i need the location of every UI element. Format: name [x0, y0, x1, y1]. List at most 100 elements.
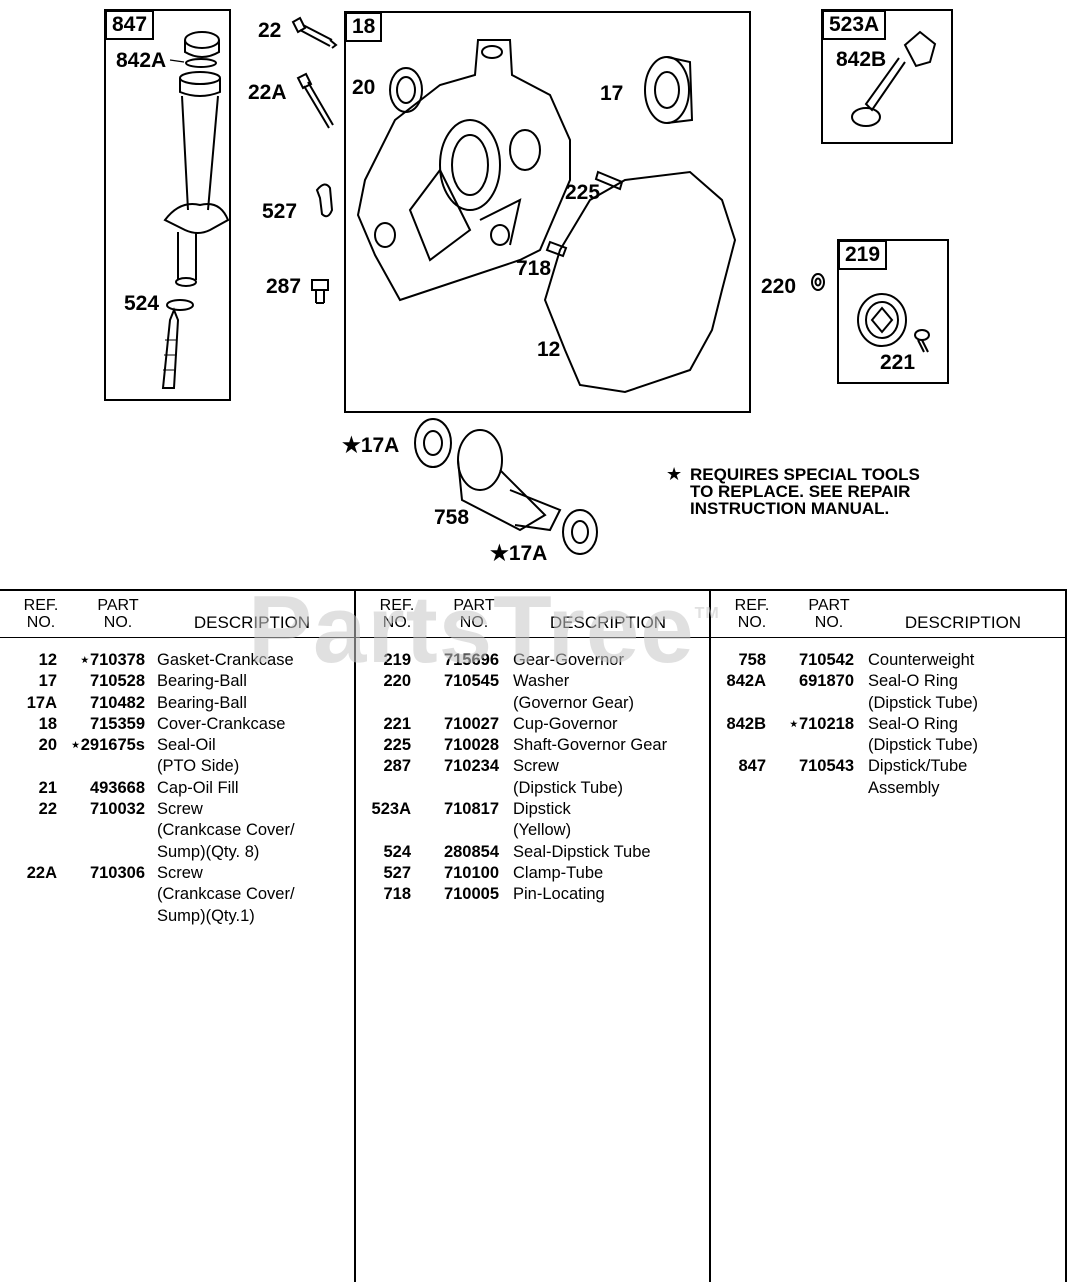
diagram-artwork [104, 9, 953, 555]
header-description: DESCRIPTION [193, 613, 311, 632]
callout-842b: 842B [836, 48, 887, 71]
part-number: 280854 [443, 842, 499, 861]
callout-12: 12 [537, 338, 561, 361]
ref-number: 847 [738, 757, 766, 776]
part-description: Seal-Oil(PTO Side) [157, 735, 354, 778]
box-label-523a: 523A [822, 10, 887, 40]
ref-number: 17 [38, 672, 57, 691]
part-number: ⋆710218 [788, 714, 854, 733]
bearing-17a-bottom-drawing [562, 509, 598, 555]
pin-718-drawing [545, 240, 568, 258]
table-row: 21 493668 Cap-Oil Fill [0, 778, 354, 799]
part-number: 710234 [443, 757, 499, 776]
ref-number: 20 [38, 736, 57, 755]
description-line: Cover-Crankcase [157, 714, 286, 733]
ref-number: 524 [383, 842, 411, 861]
description-line: Seal-O Ring [868, 672, 958, 691]
description-line: Seal-Oil [157, 736, 216, 755]
gasket-12-drawing [543, 170, 737, 394]
header-ref-no: REF.NO. [379, 597, 415, 631]
ref-number: 22 [38, 800, 57, 819]
part-number: 715696 [443, 651, 499, 669]
shaft-225-drawing [594, 170, 624, 191]
part-description: Washer(Governor Gear) [513, 671, 709, 714]
description-line: Cap-Oil Fill [157, 778, 239, 797]
box-label-219: 219 [838, 240, 888, 270]
part-description: Bearing-Ball [157, 693, 354, 714]
frame-847 [104, 9, 231, 401]
description-line: Counterweight [868, 651, 975, 669]
part-number: 493668 [89, 778, 145, 797]
part-description: Counterweight [868, 650, 1065, 671]
star-icon: ★ [666, 464, 683, 484]
ref-number: 22A [26, 863, 57, 882]
part-number: 691870 [798, 672, 854, 691]
ref-number: 527 [383, 863, 411, 882]
ref-number: 842B [726, 714, 766, 733]
dipstick-523a-drawing [851, 30, 937, 127]
description-line: Washer [513, 672, 570, 691]
exploded-parts-diagram: 847 18 523A 219 842A 524 22 22A 527 287 … [0, 0, 1067, 585]
part-number: 710543 [798, 757, 854, 776]
callout-842a: 842A [116, 49, 167, 72]
ref-number: 21 [38, 778, 57, 797]
callout-17a-top: ★17A [342, 434, 400, 457]
part-description: Screw(Crankcase Cover/Sump)(Qty.1) [157, 863, 354, 927]
ref-number: 718 [383, 885, 411, 904]
part-description: Cap-Oil Fill [157, 778, 354, 799]
description-line: Dipstick [513, 800, 571, 819]
washer-220-drawing [811, 273, 825, 291]
description-line: (Dipstick Tube) [513, 778, 624, 797]
clamp-527-drawing [315, 183, 334, 218]
callout-287: 287 [266, 275, 302, 298]
part-number: ⋆710378 [79, 651, 145, 669]
description-line: Screw [513, 757, 559, 776]
description-line: Dipstick/Tube [868, 757, 968, 776]
callout-221: 221 [880, 351, 916, 374]
ref-number: 523A [371, 800, 411, 819]
description-line: Pin-Locating [513, 885, 605, 904]
description-line: Screw [157, 800, 203, 819]
part-number: 710032 [89, 800, 145, 819]
screw-22a-drawing [296, 72, 334, 129]
ref-number: 17A [26, 693, 57, 712]
part-number: 710028 [443, 736, 499, 755]
part-description: Seal-O Ring(Dipstick Tube) [868, 714, 1065, 757]
header-description: DESCRIPTION [549, 613, 667, 632]
screw-287-drawing [311, 279, 329, 304]
description-line: (Yellow) [513, 821, 572, 840]
callout-17: 17 [600, 82, 624, 105]
note-line: INSTRUCTION MANUAL. [690, 499, 890, 518]
note-line: REQUIRES SPECIAL TOOLS [690, 465, 920, 484]
ref-number: 18 [38, 714, 57, 733]
callout-524: 524 [124, 292, 160, 315]
callout-20: 20 [352, 76, 376, 99]
crankcase-cover-drawing [356, 39, 571, 302]
part-description: Shaft-Governor Gear [513, 735, 709, 756]
description-line: (Crankcase Cover/ [157, 821, 295, 840]
part-number: 710100 [443, 863, 499, 882]
table-row: 842B ⋆710218 Seal-O Ring(Dipstick Tube) [711, 714, 1065, 757]
bearing-17-drawing [644, 56, 694, 124]
part-description: Pin-Locating [513, 884, 709, 905]
callout-17a-bottom: ★17A [490, 542, 548, 565]
special-tools-note: ★ REQUIRES SPECIAL TOOLS TO REPLACE. SEE… [666, 464, 996, 518]
description-line: Bearing-Ball [157, 693, 247, 712]
ref-number: 287 [383, 757, 411, 776]
description-line: Assembly [868, 778, 940, 797]
